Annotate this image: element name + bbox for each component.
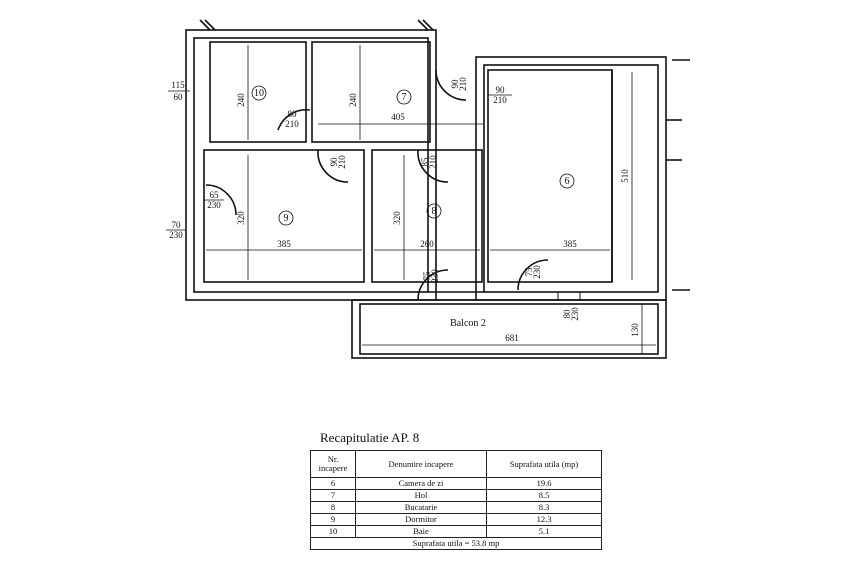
svg-text:230: 230 <box>430 269 440 283</box>
svg-text:210: 210 <box>458 77 468 91</box>
svg-text:60: 60 <box>174 92 184 102</box>
recap-cell: 5.1 <box>486 525 602 538</box>
table-row: 9 Dormitor 12.3 <box>310 513 602 526</box>
dim-320a: 320 <box>236 211 246 225</box>
recap-cell: 8 <box>310 501 356 514</box>
recap-cell: Hol <box>355 489 487 502</box>
opening-80-210: 80 210 <box>285 109 299 129</box>
recap-total-row: Suprafata utila = 53.8 mp <box>310 537 602 550</box>
outer-wall-inner <box>193 37 429 293</box>
recap-header-row: Nr. incapere Denumire incapere Suprafata… <box>310 450 602 478</box>
svg-text:80: 80 <box>562 309 572 319</box>
svg-text:230: 230 <box>207 200 221 210</box>
dim-260: 260 <box>420 239 434 249</box>
dim-681: 681 <box>505 333 519 343</box>
recap-cell: Bucatarie <box>355 501 487 514</box>
opening-90-210-c: 90 210 <box>488 85 512 105</box>
svg-text:70: 70 <box>172 220 182 230</box>
svg-text:230: 230 <box>532 265 542 279</box>
wall-bedroom <box>203 149 365 283</box>
recap-cell: 12.3 <box>486 513 602 526</box>
door-arc <box>417 269 449 301</box>
wall-kitchen <box>371 149 483 283</box>
recap-total: Suprafata utila = 53.8 mp <box>310 537 602 550</box>
dim-240b: 240 <box>348 93 358 107</box>
dim-130: 130 <box>630 323 640 337</box>
dim-240a: 240 <box>236 93 246 107</box>
recap-cell: 8.5 <box>486 489 602 502</box>
recap-title: Recapitulatie AP. 8 <box>320 430 420 445</box>
svg-text:90: 90 <box>496 85 506 95</box>
wall-bath <box>209 41 307 143</box>
svg-text:75: 75 <box>524 267 534 277</box>
svg-text:90: 90 <box>450 79 460 89</box>
svg-text:210: 210 <box>493 95 507 105</box>
door-arc <box>417 149 449 183</box>
opening-70-230: 70 230 <box>166 220 186 240</box>
door-arc <box>277 108 311 131</box>
door-arc <box>517 259 549 291</box>
recap-cell: Dormitor <box>355 513 487 526</box>
dim-385a: 385 <box>277 239 291 249</box>
svg-text:210: 210 <box>428 155 438 169</box>
opening-85-210: 85 210 <box>420 155 438 169</box>
svg-text:115: 115 <box>171 80 185 90</box>
svg-text:85: 85 <box>420 157 430 167</box>
balcony-outline <box>351 299 667 359</box>
table-row: 10 Baie 5.1 <box>310 525 602 538</box>
recap-cell: 8.3 <box>486 501 602 514</box>
room-number-10: 10 <box>254 88 264 99</box>
opening-75-230-a: 75 230 <box>422 269 440 283</box>
room-number-8: 8 <box>432 206 437 217</box>
table-row: 7 Hol 8.5 <box>310 489 602 502</box>
opening-90-210-b: 90 210 <box>450 77 468 91</box>
balcony-label: Balcon 2 <box>450 318 486 329</box>
floor-plan: 10 7 6 8 9 240 240 405 320 320 385 260 3… <box>166 19 690 359</box>
door-arc <box>317 149 349 183</box>
outer-wall <box>185 29 437 301</box>
dim-510: 510 <box>620 169 630 183</box>
room-number-7: 7 <box>402 92 407 103</box>
dim-405: 405 <box>391 112 405 122</box>
recap-cell: 19.6 <box>486 477 602 490</box>
door-arc <box>435 69 467 101</box>
recap-cell: Baie <box>355 525 487 538</box>
wall-hall <box>311 41 431 143</box>
svg-text:210: 210 <box>337 155 347 169</box>
opening-75-230-b: 75 230 <box>524 265 542 279</box>
room-number-6: 6 <box>565 176 570 187</box>
recap-cell: 10 <box>310 525 356 538</box>
svg-text:90: 90 <box>329 157 339 167</box>
svg-text:210: 210 <box>285 119 299 129</box>
table-row: 6 Camera de zi 19.6 <box>310 477 602 490</box>
room-number-9: 9 <box>284 213 289 224</box>
opening-90-210-a: 90 210 <box>329 155 347 169</box>
dim-320b: 320 <box>392 211 402 225</box>
svg-text:230: 230 <box>570 307 580 321</box>
door-arc <box>205 184 237 216</box>
svg-text:65: 65 <box>210 190 220 200</box>
recap-table: Nr. incapere Denumire incapere Suprafata… <box>310 450 602 550</box>
balcony-inner <box>359 303 659 355</box>
opening-80-230: 80 230 <box>557 291 581 321</box>
recap-cell: Camera de zi <box>355 477 487 490</box>
recap-cell: 7 <box>310 489 356 502</box>
recap-cell: 9 <box>310 513 356 526</box>
svg-text:75: 75 <box>422 271 432 281</box>
dim-385b: 385 <box>563 239 577 249</box>
recap-header-name: Denumire incapere <box>355 450 487 478</box>
recap-header-area: Suprafata utila (mp) <box>486 450 602 478</box>
opening-65-230: 65 230 <box>204 190 224 210</box>
outer-wall-right <box>475 56 667 301</box>
opening-115-60: 115 60 <box>168 80 190 102</box>
recap-cell: 6 <box>310 477 356 490</box>
table-row: 8 Bucatarie 8.3 <box>310 501 602 514</box>
wall-living <box>487 69 613 283</box>
svg-text:80: 80 <box>288 109 298 119</box>
svg-text:230: 230 <box>169 230 183 240</box>
recap-header-nr: Nr. incapere <box>310 450 356 478</box>
